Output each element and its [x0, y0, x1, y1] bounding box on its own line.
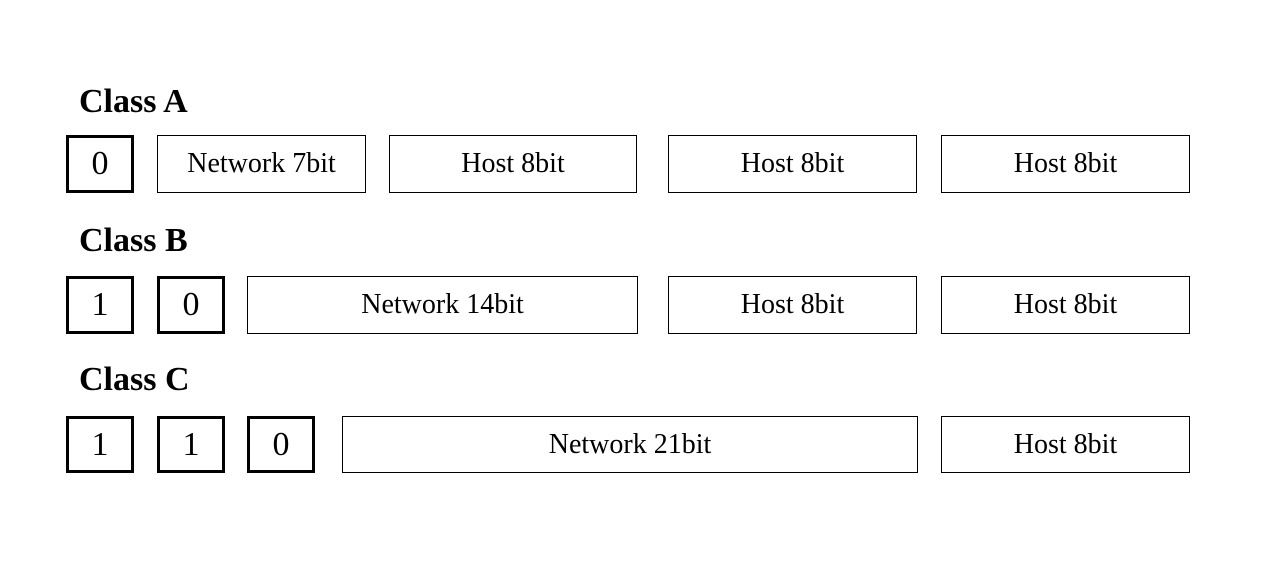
class-c-heading: Class C	[79, 361, 190, 398]
class-a-field-host-8bit-2: Host 8bit	[668, 135, 917, 193]
class-c-bit-box-1b: 1	[157, 416, 225, 473]
class-a-field-host-8bit-3: Host 8bit	[941, 135, 1190, 193]
class-c-field-host-8bit: Host 8bit	[941, 416, 1190, 473]
class-c-field-network-21bit: Network 21bit	[342, 416, 918, 473]
class-a-bit-box-0: 0	[66, 135, 134, 193]
class-b-field-host-8bit-2: Host 8bit	[941, 276, 1190, 334]
class-a-field-host-8bit-1: Host 8bit	[389, 135, 637, 193]
class-b-bit-box-0: 0	[157, 276, 225, 334]
class-a-heading: Class A	[79, 83, 188, 120]
class-c-bit-box-1a: 1	[66, 416, 134, 473]
class-b-field-host-8bit-1: Host 8bit	[668, 276, 917, 334]
class-c-bit-box-0: 0	[247, 416, 315, 473]
class-b-heading: Class B	[79, 222, 188, 259]
class-a-field-network-7bit: Network 7bit	[157, 135, 366, 193]
class-b-field-network-14bit: Network 14bit	[247, 276, 638, 334]
class-b-bit-box-1: 1	[66, 276, 134, 334]
